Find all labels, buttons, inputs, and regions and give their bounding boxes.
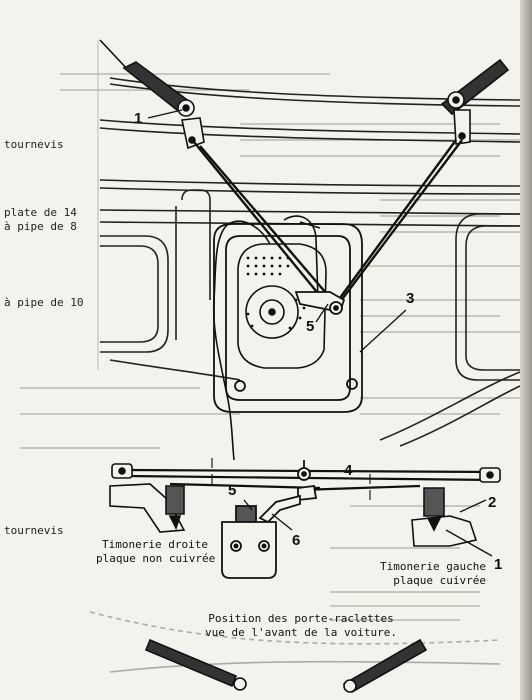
callout-3: 3 <box>406 290 415 307</box>
callout-4: 4 <box>344 462 353 479</box>
caption-bottom-subtitle: vue de l'avant de la voiture. <box>204 626 398 639</box>
callout-5-top: 5 <box>306 318 315 335</box>
faded-text-lines <box>20 73 520 621</box>
left-wiper-arm <box>99 39 205 150</box>
margin-note-tournevis-2: tournevis <box>4 524 64 537</box>
left-linkage-bracket <box>109 463 186 533</box>
leader-lines-top <box>147 109 407 353</box>
caption-right-subtitle: plaque cuivrée <box>393 574 486 587</box>
caption-left-subtitle: plaque non cuivrée <box>96 552 216 565</box>
crank-pivot <box>294 291 346 315</box>
motor-mount-plate <box>213 223 363 413</box>
page-edge-shadow <box>520 0 532 700</box>
margin-note-pipe-10: à pipe de 10 <box>4 296 84 309</box>
wiper-blades-bottom <box>89 611 501 693</box>
callout-5-bottom: 5 <box>228 482 237 499</box>
margin-note-pipe-8: à pipe de 8 <box>4 220 77 233</box>
caption-bottom-title: Position des porte-raclettes <box>208 612 394 625</box>
center-crank <box>258 460 318 524</box>
linkage-rods <box>193 139 463 309</box>
callout-6: 6 <box>292 532 301 549</box>
caption-right-title: Timonerie gauche <box>380 560 486 573</box>
motor-block <box>221 505 277 579</box>
wiper-motor <box>212 215 327 461</box>
caption-left-title: Timonerie droite <box>102 538 208 551</box>
callout-2: 2 <box>488 494 497 511</box>
leader-lines-bottom <box>243 477 493 557</box>
right-linkage-bracket <box>411 467 501 547</box>
callout-1-top: 1 <box>134 110 143 127</box>
margin-note-plate-14: plate de 14 <box>4 206 77 219</box>
right-wiper-arm <box>440 58 510 145</box>
margin-note-tournevis-1: tournevis <box>4 138 64 151</box>
callout-1-bottom: 1 <box>494 556 503 573</box>
